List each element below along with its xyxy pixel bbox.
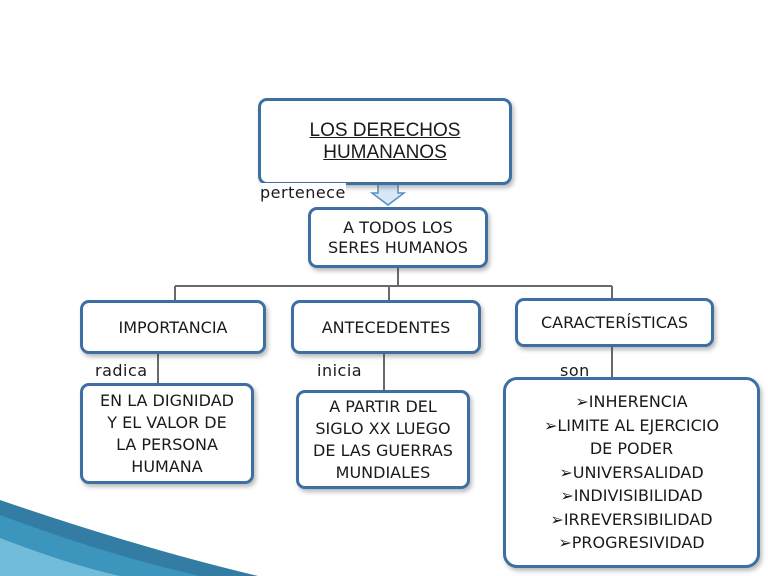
characteristic-item: ➢IRREVERSIBILIDAD (550, 509, 713, 529)
detail-line: LA PERSONA (116, 434, 218, 454)
detail-line: HUMANA (131, 456, 203, 476)
characteristic-item: ➢INDIVISIBILIDAD (560, 486, 703, 506)
detail-box-importancia: EN LA DIGNIDAD Y EL VALOR DE LA PERSONA … (80, 383, 254, 484)
characteristic-item: ➢UNIVERSALIDAD (559, 462, 704, 482)
characteristic-item: ➢INHERENCIA (575, 392, 688, 412)
detail-line: MUNDIALES (335, 462, 431, 482)
branch-box-antecedentes: ANTECEDENTES (291, 300, 481, 354)
link-label-radica: radica (95, 361, 148, 380)
subject-line-2: SERES HUMANOS (328, 237, 468, 257)
down-arrow-icon (369, 183, 407, 206)
subject-box: A TODOS LOS SERES HUMANOS (308, 207, 488, 268)
detail-line: EN LA DIGNIDAD (100, 390, 234, 410)
branch-box-caracteristicas: CARACTERÍSTICAS (515, 298, 714, 347)
characteristic-item: ➢LIMITE AL EJERCICIO (543, 415, 720, 435)
link-label-son: son (560, 361, 590, 380)
detail-line: Y EL VALOR DE (107, 412, 227, 432)
link-label-inicia: inicia (317, 361, 363, 380)
characteristic-item: DE PODER (589, 439, 674, 459)
link-label-pertenece: pertenece (260, 183, 346, 202)
detail-box-antecedentes: A PARTIR DEL SIGLO XX LUEGO DE LAS GUERR… (296, 390, 470, 489)
detail-line: SIGLO XX LUEGO (315, 418, 451, 438)
characteristic-item: ➢PROGRESIVIDAD (558, 533, 705, 553)
title-line-2: HUMANANOS (323, 141, 447, 163)
subject-line-1: A TODOS LOS (343, 217, 453, 237)
title-line-1: LOS DERECHOS (309, 119, 461, 141)
detail-line: DE LAS GUERRAS (313, 440, 453, 460)
detail-line: A PARTIR DEL (329, 396, 437, 416)
branch-heading: ANTECEDENTES (321, 317, 451, 337)
branch-box-importancia: IMPORTANCIA (80, 300, 266, 354)
branch-heading: CARACTERÍSTICAS (540, 313, 689, 332)
branch-heading: IMPORTANCIA (118, 317, 228, 337)
title-box: LOS DERECHOS HUMANANOS (258, 98, 512, 185)
detail-box-caracteristicas: ➢INHERENCIA ➢LIMITE AL EJERCICIO DE PODE… (503, 377, 760, 568)
